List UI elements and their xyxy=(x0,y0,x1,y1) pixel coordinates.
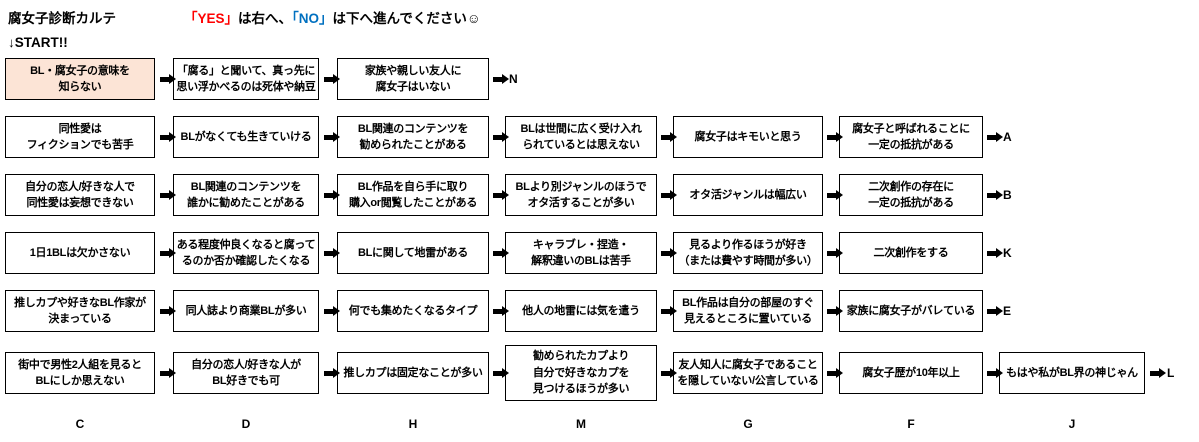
arrow-right-icon xyxy=(986,250,996,256)
flow-box-4-1: 1日1BLは欠かさない xyxy=(5,232,155,274)
flow-box-6-6: 腐女子歴が10年以上 xyxy=(839,352,983,394)
column-label-c: C xyxy=(75,417,85,431)
arrow-right-icon xyxy=(492,134,502,140)
column-label-d: D xyxy=(241,417,251,431)
no-label: 「NO」 xyxy=(292,11,333,26)
arrow-right-icon xyxy=(159,308,169,314)
column-label-f: F xyxy=(907,417,915,431)
arrow-right-icon xyxy=(159,76,169,82)
end-letter-e: E xyxy=(1003,304,1012,318)
page-title: 腐女子診断カルテ xyxy=(8,11,116,26)
flow-box-4-5: 見るより作るほうが好き （または費やす時間が多い） xyxy=(673,232,823,274)
end-letter-n: N xyxy=(509,72,518,86)
instruction: 「YES」は右へ、「NO」は下へ進んでください☺ xyxy=(184,7,481,27)
arrow-right-icon xyxy=(826,308,836,314)
arrow-right-icon xyxy=(323,76,333,82)
yes-label: 「YES」 xyxy=(184,11,239,26)
flow-box-4-6: 二次創作をする xyxy=(839,232,983,274)
flow-box-6-7: もはや私がBL界の神じゃん xyxy=(999,352,1145,394)
flowchart: BL・腐女子の意味を 知らない 「腐る」と聞いて、真っ先に 思い浮かべるのは死体… xyxy=(5,58,1199,434)
flow-box-3-6: 二次創作の存在に 一定の抵抗がある xyxy=(839,174,983,216)
arrow-right-icon xyxy=(323,370,333,376)
arrow-right-icon xyxy=(826,134,836,140)
flow-box-2-5: 腐女子はキモいと思う xyxy=(673,116,823,158)
flow-box-1-3: 家族や親しい友人に 腐女子はいない xyxy=(337,58,489,100)
column-label-j: J xyxy=(1068,417,1076,431)
start-label: ↓START!! xyxy=(8,35,68,50)
flow-box-5-2: 同人誌より商業BLが多い xyxy=(173,290,319,332)
flow-box-3-3: BL作品を自ら手に取り 購入or閲覧したことがある xyxy=(337,174,489,216)
arrow-right-icon xyxy=(159,250,169,256)
arrow-right-icon xyxy=(986,192,996,198)
arrow-right-icon xyxy=(660,192,670,198)
flow-box-5-5: BL作品は自分の部屋のすぐ 見えるところに置いている xyxy=(673,290,823,332)
arrow-right-icon xyxy=(660,370,670,376)
end-letter-b: B xyxy=(1003,188,1012,202)
instruction-mid: は右へ、 xyxy=(238,11,293,26)
end-letter-l: L xyxy=(1167,366,1175,380)
arrow-right-icon xyxy=(492,370,502,376)
flow-box-6-1: 街中で男性2人組を見ると BLにしか思えない xyxy=(5,352,155,394)
header: 腐女子診断カルテ ↓START!! 「YES」は右へ、「NO」は下へ進んでくださ… xyxy=(0,0,1199,50)
flow-box-5-4: 他人の地雷には気を遣う xyxy=(505,290,657,332)
flow-box-5-3: 何でも集めたくなるタイプ xyxy=(337,290,489,332)
end-letter-a: A xyxy=(1003,130,1012,144)
arrow-right-icon xyxy=(323,134,333,140)
flow-box-2-2: BLがなくても生きていける xyxy=(173,116,319,158)
arrow-right-icon xyxy=(986,370,996,376)
arrow-right-icon xyxy=(826,192,836,198)
instruction-tail: は下へ進んでください☺ xyxy=(332,11,481,26)
flow-box-3-5: オタ活ジャンルは幅広い xyxy=(673,174,823,216)
flow-box-1-1: BL・腐女子の意味を 知らない xyxy=(5,58,155,100)
flow-box-6-4: 勧められたカプより 自分で好きなカプを 見つけるほうが多い xyxy=(505,345,657,401)
flow-box-3-2: BL関連のコンテンツを 誰かに勧めたことがある xyxy=(173,174,319,216)
arrow-right-icon xyxy=(660,250,670,256)
flow-box-6-2: 自分の恋人/好きな人が BL好きでも可 xyxy=(173,352,319,394)
flow-box-6-5: 友人知人に腐女子であること を隠していない/公言している xyxy=(673,352,823,394)
flow-box-2-6: 腐女子と呼ばれることに 一定の抵抗がある xyxy=(839,116,983,158)
flow-box-6-3: 推しカプは固定なことが多い xyxy=(337,352,489,394)
arrow-right-icon xyxy=(986,308,996,314)
arrow-right-icon xyxy=(159,192,169,198)
arrow-right-icon xyxy=(323,250,333,256)
arrow-right-icon xyxy=(492,192,502,198)
arrow-right-icon xyxy=(159,370,169,376)
arrow-right-icon xyxy=(660,134,670,140)
flow-box-4-4: キャラブレ・捏造・ 解釈違いのBLは苦手 xyxy=(505,232,657,274)
arrow-right-icon xyxy=(1149,370,1159,376)
flow-box-2-1: 同性愛は フィクションでも苦手 xyxy=(5,116,155,158)
column-label-h: H xyxy=(408,417,418,431)
end-letter-k: K xyxy=(1003,246,1012,260)
arrow-right-icon xyxy=(826,370,836,376)
flow-box-5-1: 推しカプや好きなBL作家が 決まっている xyxy=(5,290,155,332)
flow-box-2-3: BL関連のコンテンツを 勧められたことがある xyxy=(337,116,489,158)
arrow-right-icon xyxy=(986,134,996,140)
flow-box-4-2: ある程度仲良くなると腐って るのか否か確認したくなる xyxy=(173,232,319,274)
flow-box-4-3: BLに関して地雷がある xyxy=(337,232,489,274)
column-label-g: G xyxy=(743,417,753,431)
arrow-right-icon xyxy=(492,250,502,256)
flow-box-1-2: 「腐る」と聞いて、真っ先に 思い浮かべるのは死体や納豆 xyxy=(173,58,319,100)
column-label-m: M xyxy=(576,417,586,431)
flow-box-3-4: BLより別ジャンルのほうで オタ活することが多い xyxy=(505,174,657,216)
flow-box-3-1: 自分の恋人/好きな人で 同性愛は妄想できない xyxy=(5,174,155,216)
arrow-right-icon xyxy=(492,308,502,314)
arrow-right-icon xyxy=(159,134,169,140)
flow-box-5-6: 家族に腐女子がバレている xyxy=(839,290,983,332)
arrow-right-icon xyxy=(492,76,502,82)
flow-box-2-4: BLは世間に広く受け入れ られているとは思えない xyxy=(505,116,657,158)
arrow-right-icon xyxy=(660,308,670,314)
arrow-right-icon xyxy=(323,192,333,198)
arrow-right-icon xyxy=(323,308,333,314)
arrow-right-icon xyxy=(826,250,836,256)
title-block: 腐女子診断カルテ ↓START!! xyxy=(8,7,184,50)
